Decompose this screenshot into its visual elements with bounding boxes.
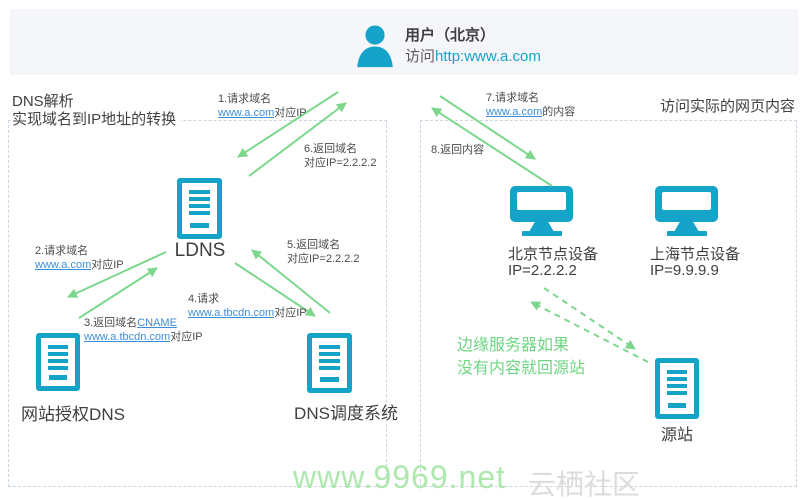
left-panel-title-line2: 实现域名到IP地址的转换 xyxy=(12,111,177,128)
server-foot xyxy=(668,403,686,408)
monitor-screen xyxy=(655,186,718,222)
origin-server-icon xyxy=(655,358,699,419)
user-title: 用户（北京） xyxy=(405,27,496,44)
web-content-panel xyxy=(420,120,797,487)
beijing-node-label: 北京节点设备 xyxy=(508,246,599,263)
step2-link: www.a.com xyxy=(35,259,92,271)
edge-server-note: 边缘服务器如果 没有内容就回源站 xyxy=(457,334,585,380)
step2-after: 对应IP xyxy=(91,259,124,271)
step4-label: 4.请求 www.a.tbcdn.com对应IP xyxy=(188,292,307,320)
watermark-aliyun: 云栖社区 yq.aliyun.com xyxy=(528,469,641,500)
monitor-neck xyxy=(674,222,699,231)
step7-after: 的内容 xyxy=(542,106,576,118)
server-stripes xyxy=(189,190,210,215)
origin-label: 源站 xyxy=(660,427,693,444)
step1-line2: www.a.com对应IP xyxy=(218,106,307,120)
user-action-url: http:www.a.com xyxy=(435,48,541,65)
user-action-prefix: 访问 xyxy=(405,48,436,65)
step5-line2: 对应IP=2.2.2.2 xyxy=(287,253,360,265)
step7-link: www.a.com xyxy=(486,106,543,118)
step6-line2: 对应IP=2.2.2.2 xyxy=(304,157,377,169)
edge-note-line2: 没有内容就回源站 xyxy=(457,360,586,377)
step1-link: www.a.com xyxy=(218,107,275,119)
shanghai-node-ip: IP=9.9.9.9 xyxy=(650,262,719,279)
server-stripes xyxy=(667,370,687,395)
monitor-base xyxy=(666,231,707,236)
auth-dns-server-icon xyxy=(36,333,80,391)
step7-line2: www.a.com的内容 xyxy=(486,105,575,119)
step1-after: 对应IP xyxy=(274,107,307,119)
step3-link: www.a.tbcdn.com xyxy=(84,331,171,343)
server-foot xyxy=(190,223,209,228)
server-foot xyxy=(320,377,339,382)
monitor-neck xyxy=(529,222,554,231)
ldns-label: LDNS xyxy=(174,240,226,261)
step7-line1: 7.请求域名 xyxy=(486,92,540,104)
step3-after: 对应IP xyxy=(170,331,203,343)
monitor-base xyxy=(521,231,562,236)
step3-prefix: 3.返回域名 xyxy=(84,317,138,329)
shanghai-node-icon xyxy=(655,186,718,236)
user-action: 访问http:www.a.com xyxy=(405,45,541,66)
edge-note-line1: 边缘服务器如果 xyxy=(457,337,570,354)
left-panel-title: DNS解析 实现域名到IP地址的转换 xyxy=(12,93,182,131)
step5-line1: 5.返回域名 xyxy=(287,239,341,251)
server-stripes xyxy=(319,345,340,370)
monitor-glass xyxy=(662,192,711,210)
dns-resolution-panel xyxy=(8,120,387,487)
right-panel-title: 访问实际的网页内容 xyxy=(653,96,795,119)
step2-line1: 2.请求域名 xyxy=(35,245,89,257)
auth-dns-label: 网站授权DNS xyxy=(21,405,125,424)
step4-link: www.a.tbcdn.com xyxy=(188,307,275,319)
step8-label: 8.返回内容 xyxy=(431,144,485,156)
ldns-server-icon xyxy=(177,178,222,239)
beijing-node-ip: IP=2.2.2.2 xyxy=(508,262,577,279)
beijing-node-icon xyxy=(510,186,573,236)
step3-line1: 3.返回域名CNAME xyxy=(84,316,203,330)
server-stripes xyxy=(48,345,68,370)
step5-label: 5.返回域名 对应IP=2.2.2.2 xyxy=(287,238,359,266)
step4-line1: 4.请求 xyxy=(188,293,220,305)
left-panel-title-line1: DNS解析 xyxy=(12,93,74,110)
step2-label: 2.请求域名 www.a.com对应IP xyxy=(35,244,124,272)
step7-label: 7.请求域名 www.a.com的内容 xyxy=(486,91,575,119)
dns-scheduler-server-icon xyxy=(307,333,352,393)
step3-label: 3.返回域名CNAME www.a.tbcdn.com对应IP xyxy=(84,316,203,344)
top-banner xyxy=(10,9,798,75)
step3-line2: www.a.tbcdn.com对应IP xyxy=(84,330,203,344)
step6-line1: 6.返回域名 xyxy=(304,143,358,155)
dns-scheduler-label: DNS调度系统 xyxy=(294,404,398,423)
monitor-screen xyxy=(510,186,573,222)
watermark-9969: www.9969.net xyxy=(293,459,507,495)
monitor-glass xyxy=(517,192,566,210)
step1-label: 1.请求域名 www.a.com对应IP xyxy=(218,92,307,120)
step2-line2: www.a.com对应IP xyxy=(35,258,124,272)
step4-line2: www.a.tbcdn.com对应IP xyxy=(188,306,307,320)
step3-cname-link: CNAME xyxy=(137,317,177,329)
step4-after: 对应IP xyxy=(274,307,307,319)
shanghai-node-label: 上海节点设备 xyxy=(650,246,741,263)
step1-line1: 1.请求域名 xyxy=(218,93,272,105)
server-foot xyxy=(49,375,67,380)
user-icon xyxy=(357,25,393,68)
step6-label: 6.返回域名 对应IP=2.2.2.2 xyxy=(304,142,376,170)
